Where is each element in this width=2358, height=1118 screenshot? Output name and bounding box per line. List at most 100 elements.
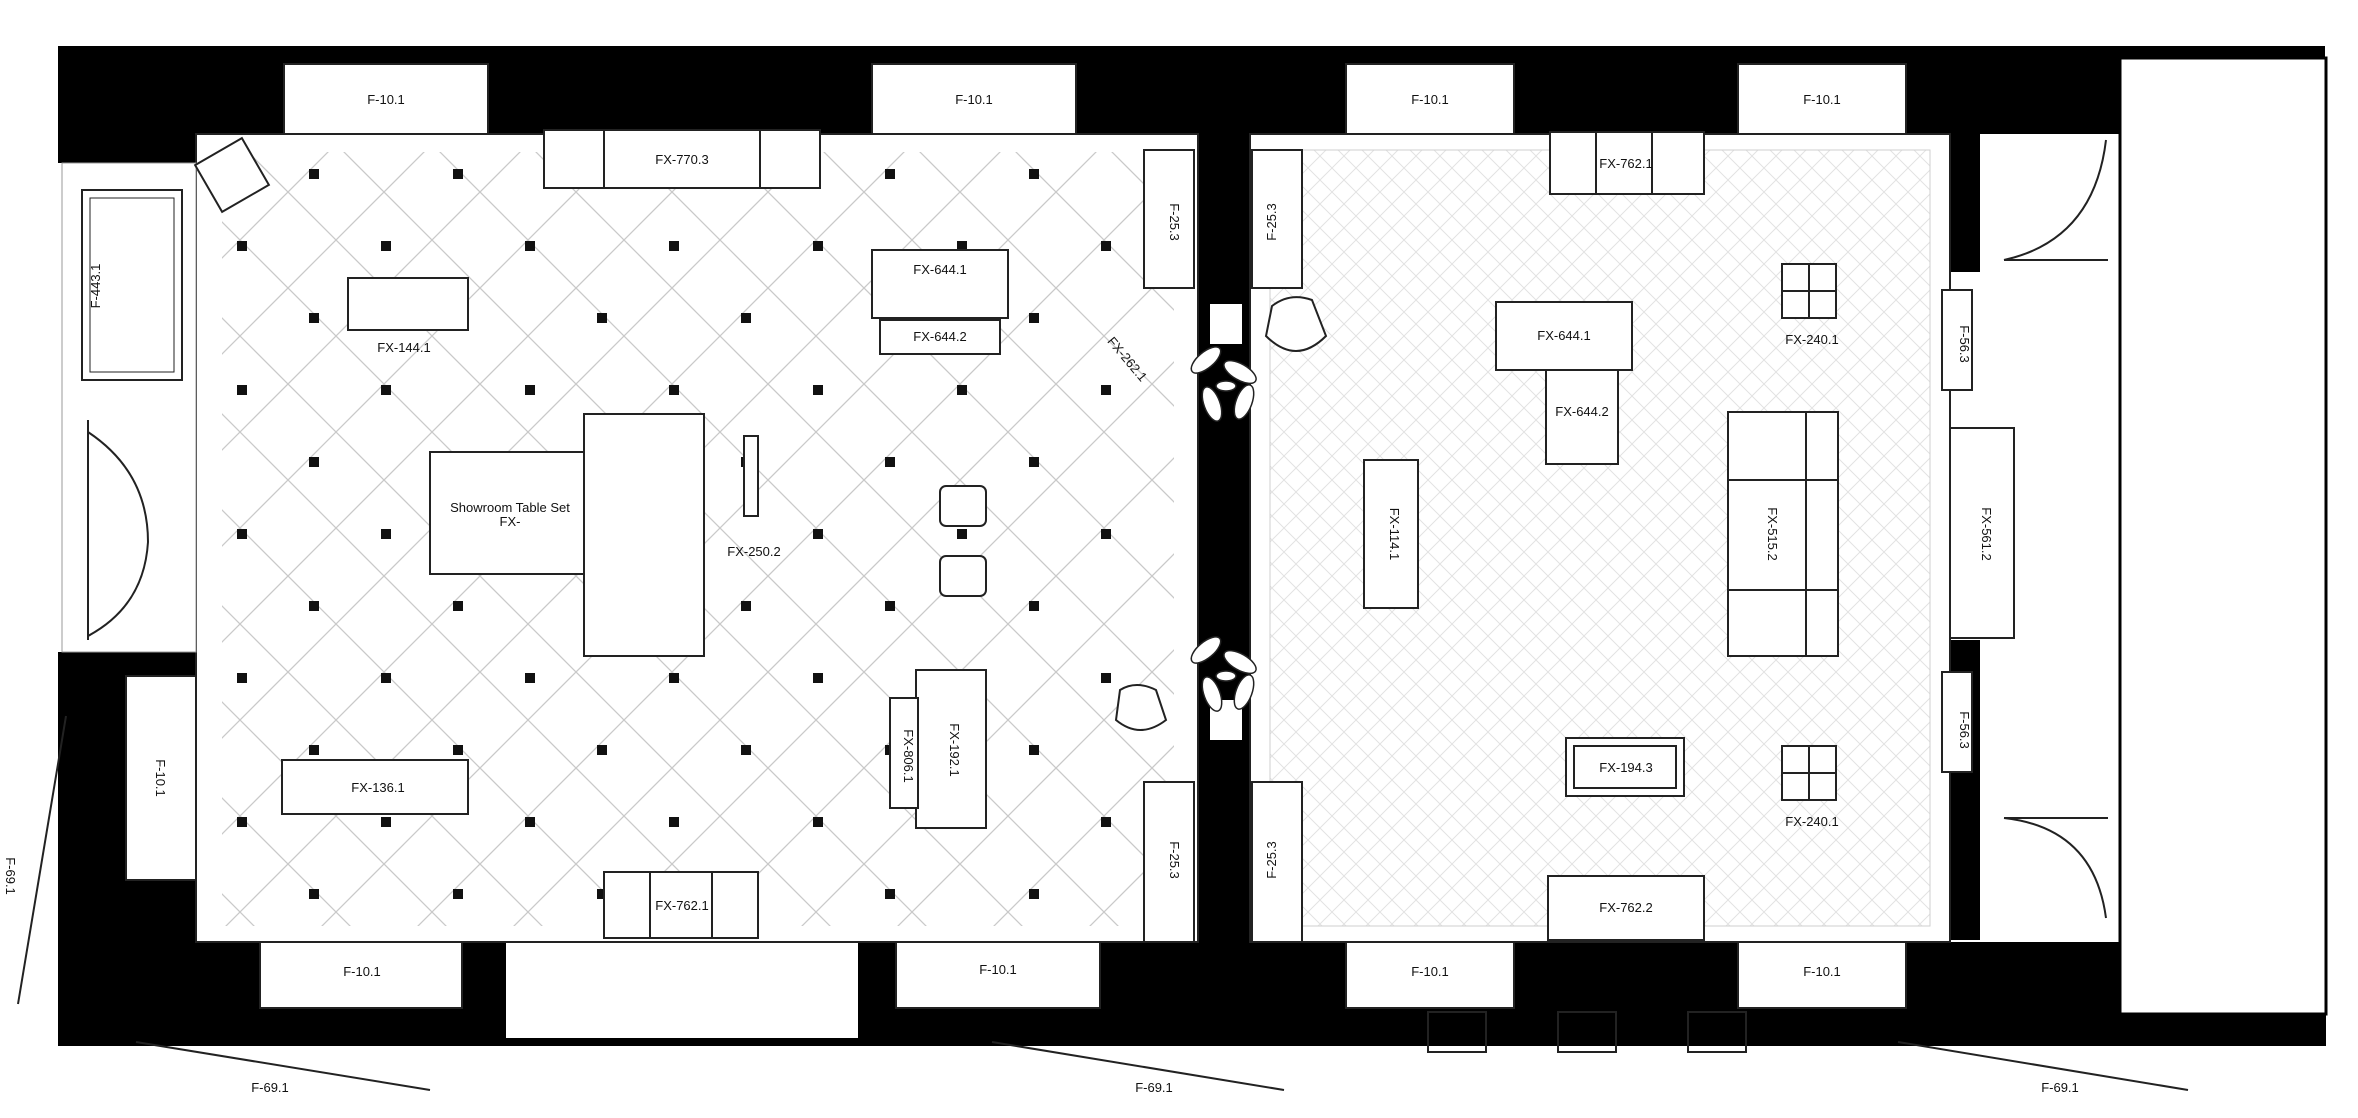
floor-dot bbox=[597, 889, 607, 899]
label-f10-bot-4: F-10.1 bbox=[1803, 964, 1841, 979]
wall-openings bbox=[125, 56, 2328, 1038]
floor-dot bbox=[1029, 457, 1039, 467]
table-fx644-1-right bbox=[1495, 301, 1633, 371]
floor-dot bbox=[741, 601, 751, 611]
label-fx644-1-right: FX-644.1 bbox=[1537, 328, 1590, 343]
label-f10-bot-3: F-10.1 bbox=[1411, 964, 1449, 979]
wall-left-upper bbox=[58, 46, 196, 163]
table-fx806 bbox=[889, 697, 919, 809]
cabinet-f56-top bbox=[1941, 289, 1973, 391]
floor-dot bbox=[669, 241, 679, 251]
cabinet-f25-left-bot bbox=[1143, 781, 1195, 943]
floor-dot bbox=[525, 817, 535, 827]
floor-dot bbox=[597, 313, 607, 323]
label-fx114: FX-114.1 bbox=[1387, 508, 1402, 561]
table-fx644-2-right bbox=[1545, 369, 1619, 465]
floor-dot bbox=[309, 169, 319, 179]
right-room-furniture bbox=[1251, 131, 2015, 943]
rack-fx250 bbox=[743, 435, 759, 517]
floor-dot bbox=[885, 889, 895, 899]
table-fx192 bbox=[915, 669, 987, 829]
label-fx561: FX-561.2 bbox=[1979, 507, 1994, 560]
cabinet-fx762-left bbox=[603, 871, 759, 939]
floor-dot bbox=[741, 313, 751, 323]
floor-dot bbox=[237, 529, 247, 539]
floor-dot bbox=[885, 601, 895, 611]
table-fx644-1-left bbox=[871, 249, 1009, 319]
floor-dot bbox=[1029, 313, 1039, 323]
label-fx515: FX-515.2 bbox=[1765, 507, 1780, 560]
floor-dot bbox=[381, 529, 391, 539]
wall-center-divider bbox=[1198, 134, 1250, 942]
floor-dot bbox=[381, 817, 391, 827]
label-f69-2: F-69.1 bbox=[1135, 1080, 1173, 1095]
label-f25-4: F-25.3 bbox=[1264, 841, 1279, 879]
floor-dot bbox=[885, 169, 895, 179]
label-fx762-top: FX-762.1 bbox=[1599, 156, 1652, 171]
floor-dot bbox=[1101, 529, 1111, 539]
floor-dot bbox=[453, 169, 463, 179]
label-f25-2: F-25.3 bbox=[1264, 203, 1279, 241]
label-fx762-bot-right: FX-762.2 bbox=[1599, 900, 1652, 915]
cabinet-fx762-top-right bbox=[1549, 131, 1705, 195]
cabinet-fx762-2 bbox=[1547, 875, 1705, 941]
floor-dot bbox=[1029, 169, 1039, 179]
label-f69-1: F-69.1 bbox=[251, 1080, 289, 1095]
floor-dot bbox=[381, 385, 391, 395]
floor-dot bbox=[525, 673, 535, 683]
floor-dot bbox=[1029, 601, 1039, 611]
sofa-fx515 bbox=[1727, 411, 1839, 657]
floor-dot bbox=[813, 529, 823, 539]
label-f56-top: F-56.3 bbox=[1957, 325, 1972, 363]
floor-dot bbox=[597, 745, 607, 755]
label-f10-top-1: F-10.1 bbox=[367, 92, 405, 107]
floor-dot bbox=[1101, 673, 1111, 683]
label-f10-bot-1: F-10.1 bbox=[343, 964, 381, 979]
label-f10-top-2: F-10.1 bbox=[955, 92, 993, 107]
floor-dot bbox=[669, 385, 679, 395]
floor-dot bbox=[813, 817, 823, 827]
floor-dot bbox=[885, 457, 895, 467]
floor-dot bbox=[309, 889, 319, 899]
floor-dot bbox=[957, 385, 967, 395]
cabinet-f25-right-bot bbox=[1251, 781, 1303, 943]
label-fx192: FX-192.1 bbox=[947, 723, 962, 776]
label-f10-top-3: F-10.1 bbox=[1411, 92, 1449, 107]
label-f25-3: F-25.3 bbox=[1167, 841, 1182, 879]
table-fx144 bbox=[347, 277, 469, 331]
floor-dot bbox=[813, 385, 823, 395]
floor-dot bbox=[813, 673, 823, 683]
label-table-set-2: FX- bbox=[500, 514, 521, 529]
wall-right-column-top bbox=[1950, 46, 1980, 272]
floor-dot bbox=[1101, 817, 1111, 827]
floor-dot bbox=[1029, 745, 1039, 755]
table-fx644-2-left bbox=[879, 319, 1001, 355]
left-room-furniture bbox=[81, 129, 1195, 943]
floor-dot bbox=[669, 817, 679, 827]
floor-dot bbox=[381, 241, 391, 251]
rug-f443 bbox=[81, 189, 183, 381]
label-fx194: FX-194.3 bbox=[1599, 760, 1652, 775]
floor-dot bbox=[453, 601, 463, 611]
cabinet-f25-right-top bbox=[1251, 149, 1303, 289]
label-fx144: FX-144.1 bbox=[377, 340, 430, 355]
cabinet-fx561 bbox=[1949, 427, 2015, 639]
table-fx136 bbox=[281, 759, 469, 815]
label-fx770: FX-770.3 bbox=[655, 152, 708, 167]
floor-dot bbox=[1029, 889, 1039, 899]
floor-dot bbox=[669, 673, 679, 683]
floor-dot bbox=[741, 745, 751, 755]
label-fx240-top: FX-240.1 bbox=[1785, 332, 1838, 347]
cabinet-fx770 bbox=[543, 129, 821, 189]
floor-dot bbox=[1101, 241, 1111, 251]
floor-dot bbox=[237, 241, 247, 251]
cabinet-f56-bot bbox=[1941, 671, 1973, 773]
label-fx644-1-left: FX-644.1 bbox=[913, 262, 966, 277]
label-f10-left: F-10.1 bbox=[153, 759, 168, 797]
floor-dot bbox=[237, 817, 247, 827]
label-f25-1: F-25.3 bbox=[1167, 203, 1182, 241]
doors bbox=[17, 139, 2189, 1091]
floor-dot bbox=[309, 745, 319, 755]
table-fx194 bbox=[1565, 737, 1685, 797]
label-fx806: FX-806.1 bbox=[901, 729, 916, 782]
